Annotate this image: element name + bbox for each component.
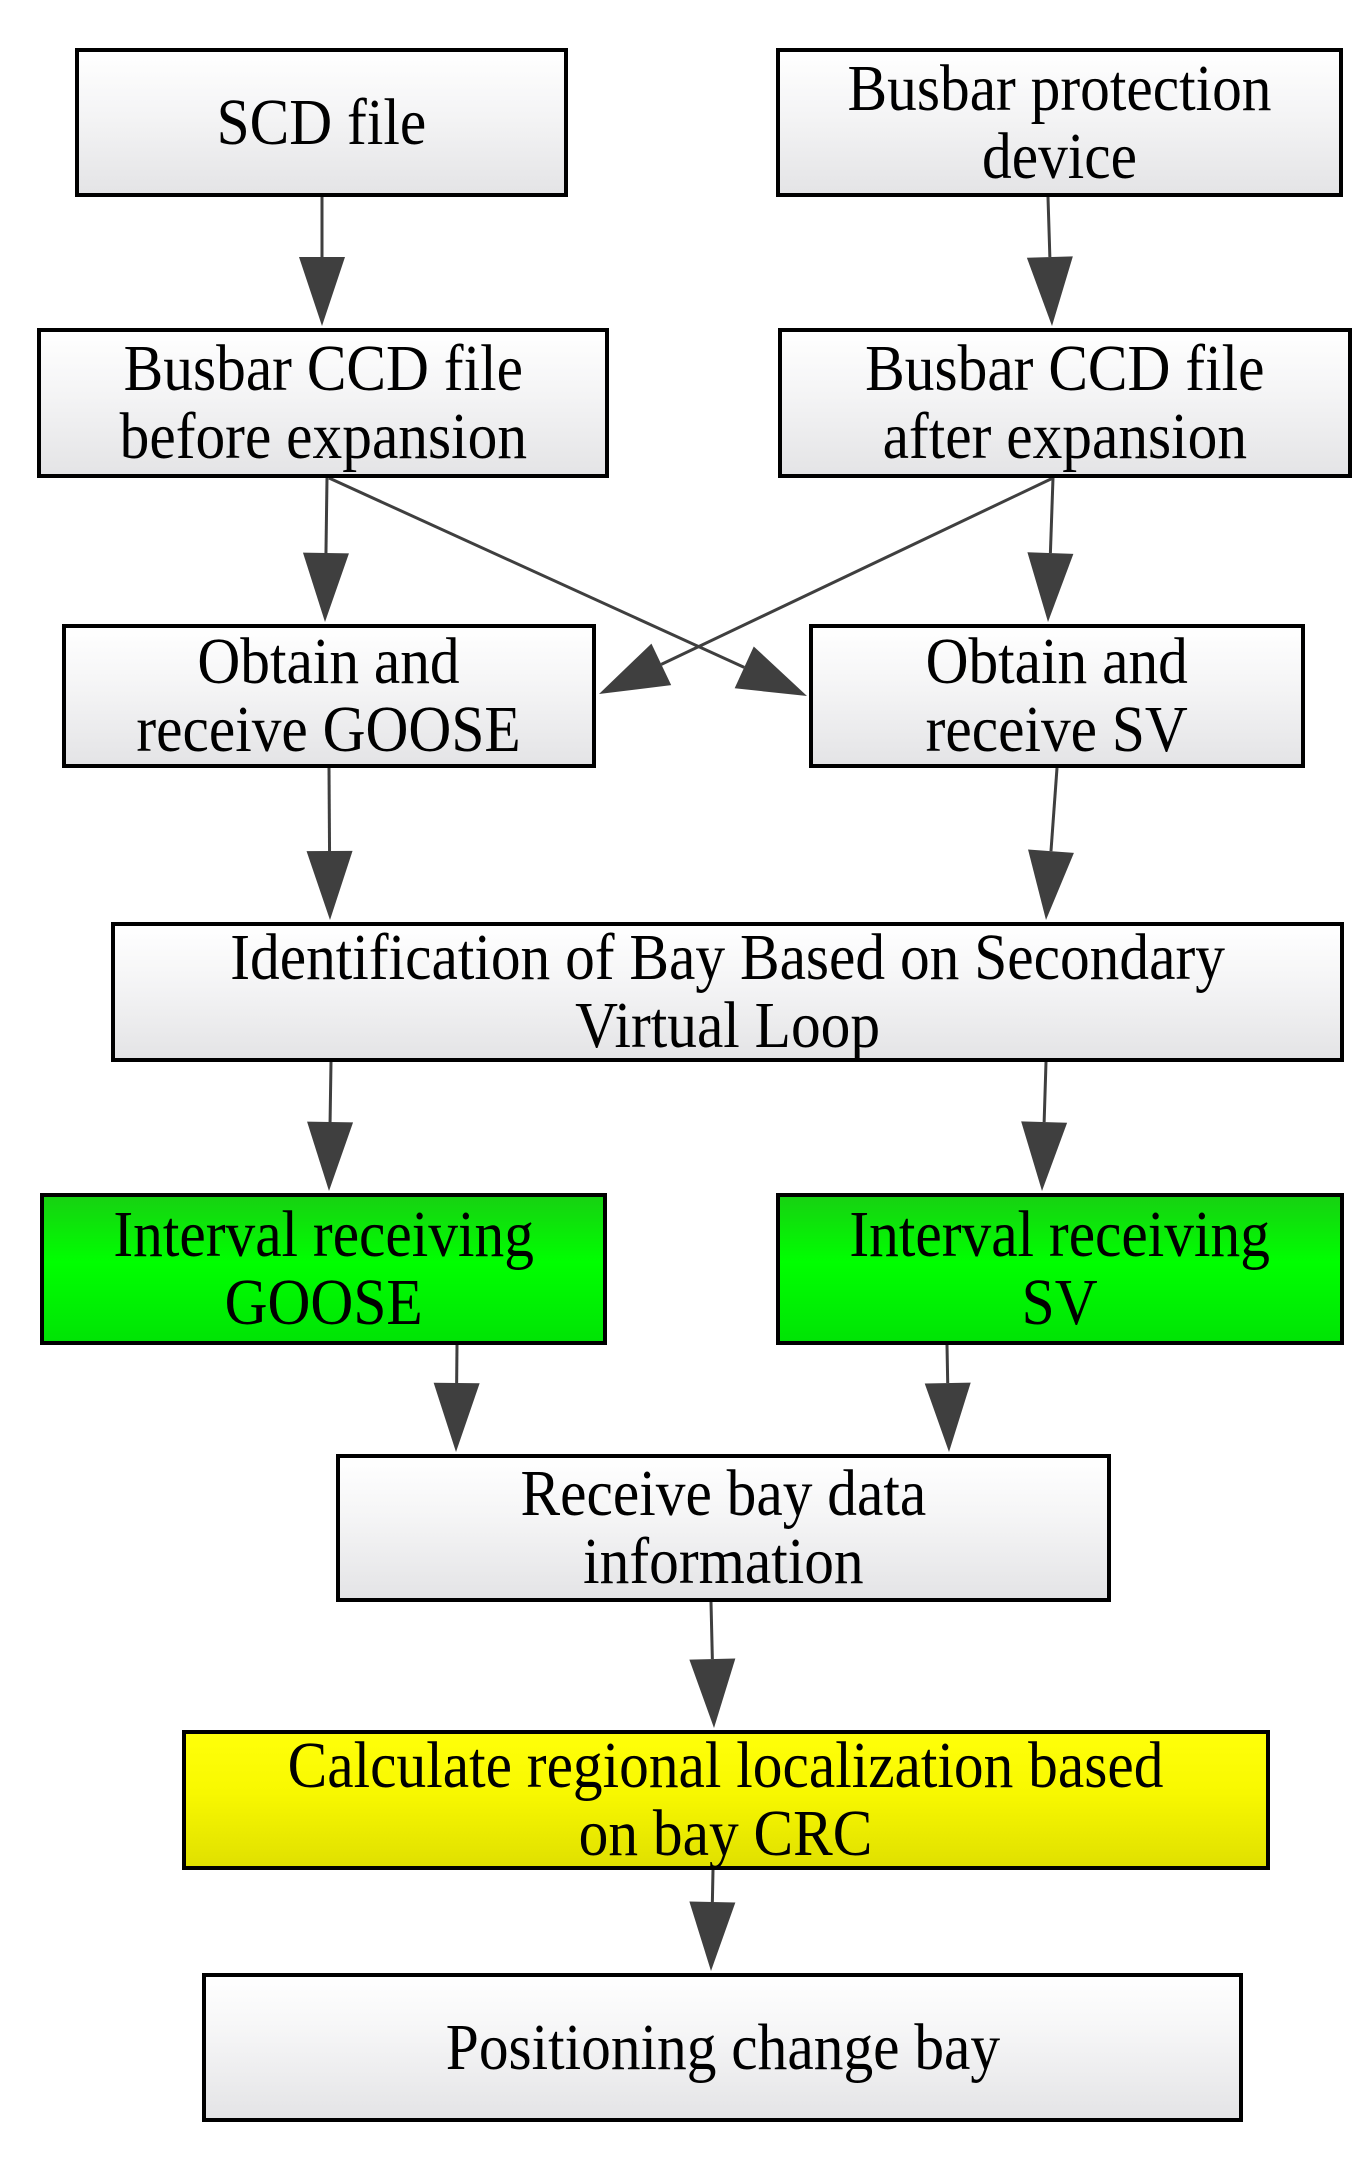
node-label: Interval receiving SV xyxy=(849,1198,1271,1339)
node-busbar-ccd-file-after-expansion: Busbar CCD file after expansion xyxy=(778,328,1352,478)
node-calculate-regional-localization: Calculate regional localization based on… xyxy=(182,1730,1270,1870)
node-interval-receiving-goose: Interval receiving GOOSE xyxy=(40,1193,607,1345)
node-obtain-and-receive-sv: Obtain and receive SV xyxy=(809,624,1305,768)
node-label: Obtain and receive SV xyxy=(925,625,1189,766)
node-obtain-and-receive-goose: Obtain and receive GOOSE xyxy=(62,624,596,768)
node-label: Busbar CCD file before expansion xyxy=(119,332,527,473)
node-label: Interval receiving GOOSE xyxy=(113,1198,534,1339)
node-label: SCD file xyxy=(216,85,427,159)
node-busbar-protection-device: Busbar protection device xyxy=(776,48,1343,197)
node-label: Calculate regional localization based on… xyxy=(288,1729,1164,1870)
node-identification-of-bay: Identification of Bay Based on Secondary… xyxy=(111,922,1344,1062)
node-label: Positioning change bay xyxy=(445,2010,1000,2084)
node-label: Busbar protection device xyxy=(847,51,1272,193)
node-scd-file: SCD file xyxy=(75,48,568,197)
node-busbar-ccd-file-before-expansion: Busbar CCD file before expansion xyxy=(37,328,609,478)
node-receive-bay-data-information: Receive bay data information xyxy=(336,1454,1111,1602)
node-interval-receiving-sv: Interval receiving SV xyxy=(776,1193,1344,1345)
node-label: Busbar CCD file after expansion xyxy=(865,332,1265,473)
node-positioning-change-bay: Positioning change bay xyxy=(202,1973,1243,2122)
node-label: Obtain and receive GOOSE xyxy=(136,625,522,766)
node-label: Receive bay data information xyxy=(520,1457,927,1598)
node-label: Identification of Bay Based on Secondary… xyxy=(230,921,1225,1062)
